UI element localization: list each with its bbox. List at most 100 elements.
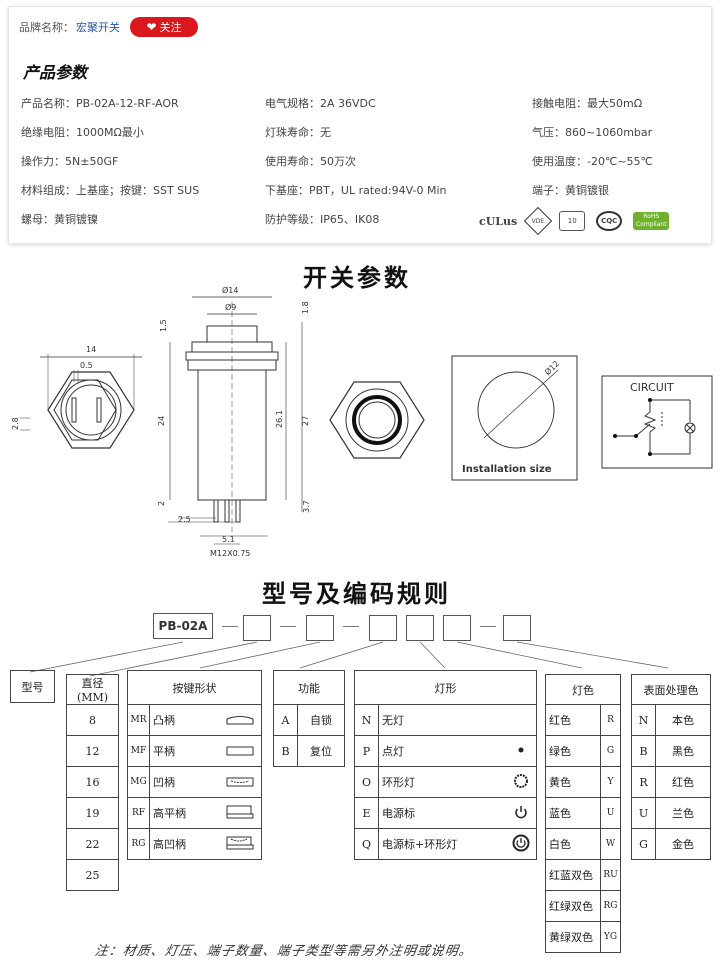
product-info-panel: 品牌名称： 宏聚开关 ❤ 关注 产品参数 产品名称：PB-02A-12-RF-A… [8,6,712,244]
type-table: 型号 [10,670,55,703]
spec-row: 绝缘电阻：1000MΩ最小 灯珠寿命：无 气压：860~1060mbar [21,124,711,153]
surface-name: 黑色 [655,735,711,767]
switch-params-title: 开关参数 [303,264,411,292]
color-code: G [600,735,621,767]
code-slot-function [369,615,397,641]
button-name: 凸柄 [149,704,220,736]
code-slot-button [306,615,334,641]
code-connector-lines [29,641,669,677]
dim-label: 0.5 [80,361,93,370]
button-shape-row: RG 高凹柄 [127,828,262,860]
color-code: YG [600,921,621,953]
color-code: Y [600,766,621,798]
button-shape-row: RF 高平柄 [127,797,262,829]
button-shape-row: MF 平柄 [127,735,262,767]
dim-label: 24 [157,416,166,426]
cert-logos: cULus VDE 10 CQC RoHS Compliant [479,206,680,236]
color-code: U [600,797,621,829]
dash [343,626,359,627]
dim-label: 2.5 [178,515,191,524]
button-code: MF [127,735,150,767]
dim-label: 14 [86,345,96,354]
switch-side-view [168,296,303,545]
function-code: A [273,704,298,736]
lamp-code: O [354,766,379,798]
specs-title: 产品参数 [23,63,88,82]
concave-button-icon [219,766,262,798]
brand-row: 品牌名称： 宏聚开关 ❤ 关注 [19,17,198,37]
spec-cell: 螺母：黄铜镀镍 [21,213,98,226]
spec-cell: 使用寿命：50万次 [265,155,356,168]
dim-label: 1.5 [159,319,168,332]
lamp-name: 点灯 [378,735,507,767]
brand-label: 品牌名称： [19,21,74,34]
handwritten-footnote: 注：材质、灯压、端子数量、端子类型等需另外注明或说明。 [93,944,474,959]
power-ring-icon [506,828,537,860]
button-shape-row: MG 凹柄 [127,766,262,798]
spec-row: 螺母：黄铜镀镍 防护等级：IP65、IK08 [21,211,711,240]
dash [280,626,296,627]
surface-code: N [631,704,656,736]
spec-cell: 灯珠寿命：无 [265,126,331,139]
vde-cert-icon: VDE [524,206,553,236]
spec-cell: 下基座：PBT，UL rated:94V-0 Min [265,184,447,197]
dim-label: M12X0.75 [210,549,250,558]
brand-name-link[interactable]: 宏聚开关 [76,21,120,34]
color-name: 白色 [545,828,601,860]
spec-row: 产品名称：PB-02A-12-RF-AOR 电气规格：2A 36VDC 接触电阻… [21,95,711,124]
follow-button[interactable]: ❤ 关注 [130,17,198,37]
spec-grid: 产品名称：PB-02A-12-RF-AOR 电气规格：2A 36VDC 接触电阻… [21,95,711,240]
code-slot-diameter [243,615,271,641]
convex-button-icon [219,704,262,736]
spec-cell: 操作力：5N±50GF [21,155,119,168]
dim-label: Ø9 [225,302,236,312]
color-name: 黄色 [545,766,601,798]
diameter-value: 12 [66,735,119,767]
spec-cell: 电气规格：2A 36VDC [265,97,376,110]
color-name: 蓝色 [545,797,601,829]
code-slot-lamp [406,615,434,641]
dim-label: 2.8 [11,417,20,430]
button-shape-table: 按键形状 MR 凸柄 MF 平柄 MG 凹柄 RF 高平柄 RG 高凹柄 [127,670,262,860]
surface-code: B [631,735,656,767]
lamp-shape-header: 灯形 [354,670,537,705]
spec-cell: 防护等级：IP65、IK08 [265,213,380,226]
diameter-value: 8 [66,704,119,736]
lamp-code: P [354,735,379,767]
code-slot-color [443,615,471,641]
spec-row: 材料组成：上基座；按键：SST SUS 下基座：PBT，UL rated:94V… [21,182,711,211]
spec-cell: 气压：860~1060mbar [532,126,653,139]
rohs-cert-icon: RoHS Compliant [633,212,670,230]
top-view-ring [329,381,425,459]
diameter-header: 直径(MM) [66,674,119,705]
button-code: MG [127,766,150,798]
color-name: 黄绿双色 [545,921,601,953]
lamp-name: 电源标 [378,797,507,829]
hex-front-view [20,354,142,449]
dim-label: Ø12 [542,358,561,377]
cqc-cert-icon: CQC [596,211,623,231]
surface-name: 本色 [655,704,711,736]
surface-name: 金色 [655,828,711,860]
installation-size-box [451,355,578,481]
button-name: 高凹柄 [149,828,220,860]
surface-code: R [631,766,656,798]
dot-lamp-icon [506,735,537,767]
diameter-value: 19 [66,797,119,829]
ten-cert-icon: 10 [559,211,586,231]
dim-label: 26.1 [275,410,284,428]
lamp-code: E [354,797,379,829]
color-code: RU [600,859,621,891]
function-header: 功能 [273,670,345,705]
surface-name: 红色 [655,766,711,798]
dim-label: Ø14 [222,285,238,295]
color-code: RG [600,890,621,922]
high-flat-button-icon [219,797,262,829]
spec-row: 操作力：5N±50GF 使用寿命：50万次 使用温度：-20℃~55℃ [21,153,711,182]
surface-name: 兰色 [655,797,711,829]
diameter-value: 16 [66,766,119,798]
model-code-box: PB-02A [153,613,213,639]
dimension-drawings: 14 0.5 2.8 Ø14 Ø9 1.5 1.8 24 26.1 27 2 3… [11,285,713,558]
